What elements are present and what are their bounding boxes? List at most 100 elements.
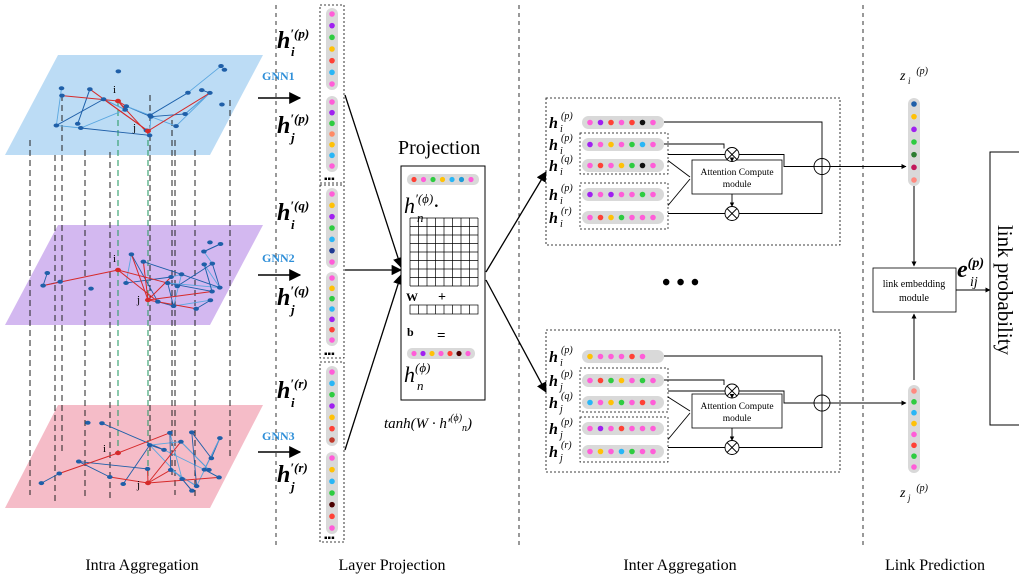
projection-box xyxy=(400,165,486,401)
attTop-pill-0-dot-3 xyxy=(618,119,625,126)
node-1-6 xyxy=(219,102,225,107)
edge2-1-19 xyxy=(175,92,211,127)
z-j-label: z⃗(p) xyxy=(899,483,929,501)
inter-aggregation-top: h(p)ih(p)ih(q)ih(p)ih(r)i Attention Comp… xyxy=(545,97,841,246)
red-edge-2-1-2 xyxy=(147,276,172,301)
projection-input-arrows xyxy=(344,94,404,451)
vertical-embedding-pills xyxy=(326,8,338,534)
node-1-19 xyxy=(207,90,213,95)
attBot-group-1 xyxy=(579,416,669,463)
ellipsis-p: ▪▪▪ xyxy=(324,174,335,185)
edge-3-19 xyxy=(169,432,172,470)
edge2-1-7 xyxy=(103,98,126,111)
edge-2-3 xyxy=(203,264,213,292)
wiresTop-w4 xyxy=(667,160,691,178)
edge-2-8 xyxy=(195,299,211,310)
pill-hp-j-dot-6 xyxy=(329,163,335,169)
attBot-pill-4-dot-3 xyxy=(618,448,625,455)
gnn1-label: GNN1 xyxy=(262,69,295,83)
attention-module-top xyxy=(691,159,783,195)
pill-hp-j-dot-0 xyxy=(329,99,335,105)
target-node-3-0 xyxy=(115,450,121,456)
attention-inputs-bottom: h(p)ih(p)jh(q)jh(p)jh(r)j xyxy=(549,345,669,464)
node-2-6 xyxy=(209,261,216,266)
attTop-pill-1-dot-0 xyxy=(587,141,593,148)
attBot-label-0: h xyxy=(549,349,558,366)
pill-z-j-dot-7 xyxy=(911,464,917,470)
h-j-p-sub: j xyxy=(289,130,295,145)
h-n-phi-out-sub: n xyxy=(417,378,424,393)
node-1-14 xyxy=(185,90,191,95)
node-1-20 xyxy=(173,124,179,129)
node-2-1 xyxy=(216,285,223,290)
pill-hr-i-dot-4 xyxy=(329,414,335,421)
caption-intra: Intra Aggregation xyxy=(85,557,198,574)
pill-hp-j-dot-1 xyxy=(329,109,335,116)
attTop-pill-1-dot-5 xyxy=(639,141,646,148)
ellipsis-q: ▪▪▪ xyxy=(324,349,335,360)
edge2-3-7 xyxy=(180,441,210,471)
projBotDots-dot-0 xyxy=(411,350,417,357)
pill-z-j xyxy=(908,385,920,473)
inter-bottom-box xyxy=(545,329,841,473)
node-3-1 xyxy=(161,447,167,452)
link-embedding-module xyxy=(872,267,957,313)
attTop-label-sup-4: (r) xyxy=(561,206,572,217)
node-2-4 xyxy=(155,299,161,304)
attTop-label-0: h xyxy=(549,115,558,132)
pill-z-j-dot-5 xyxy=(911,442,917,449)
attTop-pill-3-dot-6 xyxy=(650,191,656,198)
edge-2-13 xyxy=(177,263,213,287)
attTop-label-sub-3: i xyxy=(560,196,563,207)
intra-aggregation-panel: i j i j i j xyxy=(5,55,263,508)
attTop-label-sub-4: i xyxy=(560,219,563,230)
attBot-pill-0-dot-5 xyxy=(639,353,646,360)
node-3-16 xyxy=(189,488,195,493)
proj-in-arrow-1 xyxy=(344,94,404,268)
attTop-label-sub-0: i xyxy=(560,124,563,135)
edge2-3-4 xyxy=(169,432,183,480)
attBot-label-3: h xyxy=(549,421,558,438)
attTop-pill-4-dot-0 xyxy=(587,214,593,221)
attTop-pill-2-dot-5 xyxy=(639,162,646,169)
attTop-pill-4-dot-2 xyxy=(608,214,614,221)
attTop-pill-3-dot-3 xyxy=(618,191,625,198)
edge2-1-14 xyxy=(187,65,222,94)
attBot-label-sub-0: i xyxy=(560,358,563,369)
node-j-label-3: j xyxy=(136,479,140,491)
pill-hq-j-dot-1 xyxy=(329,285,335,292)
attBot-pill-2-dot-4 xyxy=(629,399,635,406)
h-i-q-sub: i xyxy=(291,217,295,232)
pill-hr-i-dot-2 xyxy=(329,391,335,398)
node-2-14 xyxy=(88,286,94,291)
attBot-pill-1-dot-1 xyxy=(597,377,604,384)
attention-module-bottom xyxy=(691,393,783,429)
attBot-label-4: h xyxy=(549,444,558,461)
red-edge-3-0-1 xyxy=(117,432,171,454)
edge2-1-8 xyxy=(80,109,126,129)
pill-hq-j-dot-5 xyxy=(329,326,335,333)
pill-hp-j-dot-3 xyxy=(329,131,335,137)
edge2-3-6 xyxy=(149,441,181,446)
link-probability-box xyxy=(989,151,1019,426)
pill-z-j-dot-3 xyxy=(911,420,917,427)
node-j-label-2: j xyxy=(136,294,140,306)
attTop-pill-4-dot-4 xyxy=(629,214,635,221)
node-1-7 xyxy=(100,97,107,102)
attBot-pill-3-dot-0 xyxy=(587,425,593,432)
pill-hr-j-dot-1 xyxy=(329,466,335,473)
node-2-9 xyxy=(170,304,177,309)
edge-2-19 xyxy=(131,254,159,302)
node-representation-pills xyxy=(908,98,920,473)
red-edge-1-1-4 xyxy=(147,92,211,132)
attBot-label-sub-3: j xyxy=(558,430,563,441)
attBot-pill-2-dot-6 xyxy=(650,399,656,406)
attTop-label-sup-1: (p) xyxy=(561,133,573,144)
wiresTop-w8 xyxy=(664,121,823,159)
node-2-11 xyxy=(168,275,174,280)
node-3-8 xyxy=(206,467,212,472)
embedding-box-q xyxy=(319,184,345,359)
attBot-label-sub-4: j xyxy=(558,453,563,464)
red-edge-3-1-3 xyxy=(109,476,149,484)
pill-hp-i-dot-4 xyxy=(329,57,335,64)
